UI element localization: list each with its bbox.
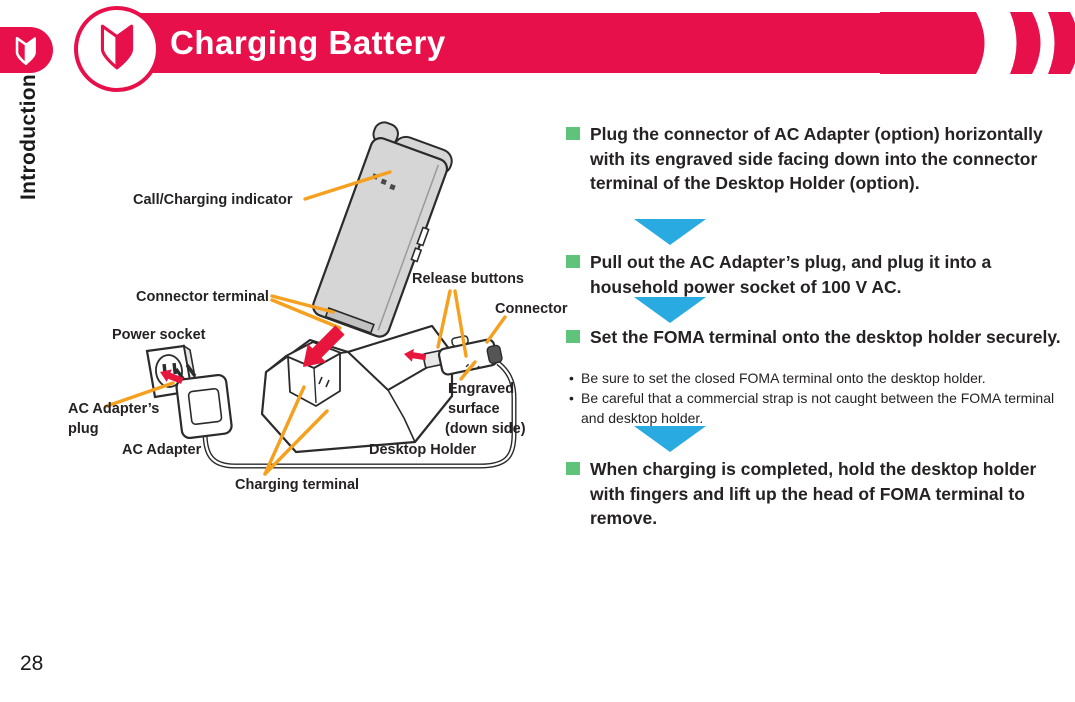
step-3-note-1: • Be sure to set the closed FOMA termina…: [567, 369, 1065, 389]
label-ac-adapter-plug-line1: AC Adapter’s: [68, 401, 160, 417]
insert-phone-arrow: [303, 325, 345, 367]
connector-insert-arrow: [404, 348, 427, 362]
banner-crescent-1: [1010, 12, 1041, 74]
banner-crescent-decoration: [880, 12, 1075, 74]
label-desktop-holder: Desktop Holder: [369, 442, 477, 458]
page-title: Charging Battery: [170, 24, 446, 61]
beginner-mark-icon-small: [15, 36, 36, 66]
step-text: Set the FOMA terminal onto the desktop h…: [590, 327, 1061, 347]
banner-cap-shape: [880, 12, 985, 74]
step-bullet: [566, 330, 580, 343]
label-connector: Connector: [495, 301, 568, 317]
step-bullet: [566, 127, 580, 140]
step-2: Pull out the AC Adapter’s plug, and plug…: [565, 250, 1065, 299]
leader-lines: [105, 170, 507, 476]
label-engraved-line2: surface: [448, 401, 500, 417]
beginner-mark-icon: [100, 24, 134, 70]
leader-connector-terminal-1: [270, 294, 335, 314]
label-release-buttons: Release buttons: [412, 271, 524, 287]
label-connector-terminal: Connector terminal: [136, 289, 269, 305]
label-charging-terminal: Charging terminal: [235, 477, 360, 493]
step-bullet: [566, 255, 580, 268]
step-4: When charging is completed, hold the des…: [565, 457, 1065, 531]
ac-adapter-illustration: [174, 364, 233, 440]
note-bullet: •: [569, 390, 574, 406]
red-arrows: [160, 325, 427, 384]
leader-call-charging-indicator: [303, 170, 392, 201]
step-text: Plug the connector of AC Adapter (option…: [590, 124, 1043, 193]
cable-loop: [202, 361, 517, 469]
connector-illustration: [422, 335, 503, 376]
leader-charging-terminal-2: [263, 409, 329, 476]
desktop-holder-illustration: [260, 324, 454, 454]
page-number: 28: [20, 652, 44, 675]
note-text: Be careful that a commercial strap is no…: [581, 390, 1055, 426]
label-ac-adapter: AC Adapter: [122, 442, 202, 458]
title-banner: [100, 13, 900, 73]
leader-charging-terminal-1: [263, 385, 306, 476]
leader-engraved-surface: [459, 360, 477, 381]
plug-into-socket-arrow: [160, 369, 184, 384]
leader-release-buttons-1: [436, 289, 452, 349]
leader-release-buttons-2: [453, 289, 468, 358]
section-tab: [0, 27, 53, 73]
step-1: Plug the connector of AC Adapter (option…: [565, 122, 1065, 196]
leader-connector-terminal-2: [270, 298, 342, 330]
label-call-charging-indicator: Call/Charging indicator: [133, 192, 293, 208]
step-3-note-2: • Be careful that a commercial strap is …: [567, 389, 1065, 428]
label-engraved-line1: Engraved: [448, 381, 515, 397]
leader-connector: [485, 315, 507, 344]
phone-illustration: [312, 121, 453, 338]
step-bullet: [566, 462, 580, 475]
step-text: Pull out the AC Adapter’s plug, and plug…: [590, 252, 992, 297]
leader-ac-adapter-plug: [105, 381, 175, 408]
label-power-socket: Power socket: [112, 327, 206, 343]
banner-crescent-2: [1048, 12, 1075, 74]
label-ac-adapter-plug-line2: plug: [68, 421, 99, 437]
note-bullet: •: [569, 370, 574, 386]
note-text: Be sure to set the closed FOMA terminal …: [581, 370, 986, 386]
beginner-mark-badge: [74, 6, 160, 92]
step-3: Set the FOMA terminal onto the desktop h…: [565, 325, 1065, 350]
step-text: When charging is completed, hold the des…: [590, 459, 1037, 528]
label-engraved-line3: (down side): [445, 421, 526, 437]
